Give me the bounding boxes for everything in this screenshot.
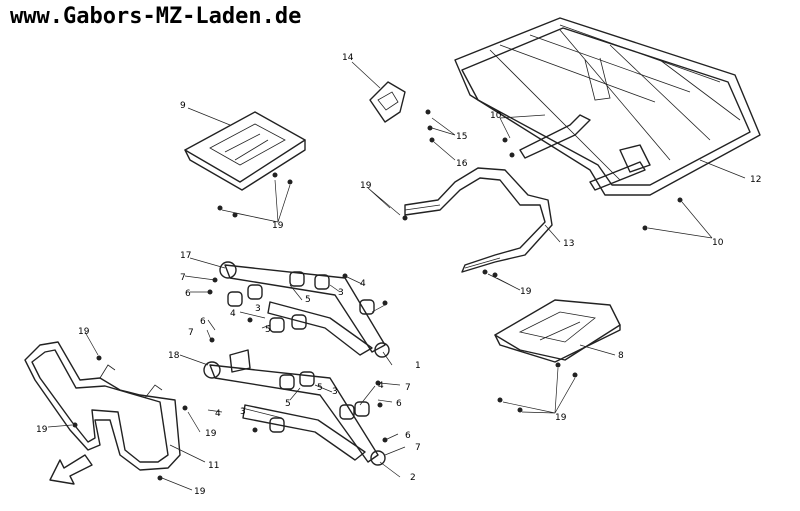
callout-19: 19 [272,221,284,231]
callout-numbers: 1 2 3 3 3 3 4 4 4 4 5 5 5 5 6 6 6 6 7 7 … [36,53,761,497]
callout-6: 6 [200,317,206,327]
callout-6: 6 [405,431,411,441]
callout-9: 9 [180,101,186,111]
callout-16: 16 [456,159,468,169]
skid-plate-8 [494,299,621,363]
callout-4: 4 [378,381,384,391]
callout-7: 7 [188,328,194,338]
callout-5: 5 [265,325,271,335]
fasteners [72,109,683,481]
callout-12: 12 [750,175,761,185]
front-bumper-11 [24,341,181,471]
direction-arrow [49,454,93,485]
grab-handle-13 [404,167,553,273]
callout-8: 8 [618,351,624,361]
callout-13: 13 [563,239,574,249]
callout-5: 5 [285,399,291,409]
callout-19: 19 [555,413,567,423]
bracket-14 [369,81,406,123]
callout-18: 18 [168,351,180,361]
callout-5: 5 [305,295,311,305]
callout-2: 2 [410,473,416,483]
site-banner: www.Gabors-MZ-Laden.de [10,4,302,29]
rear-rack [454,17,761,196]
callout-11: 11 [208,461,219,471]
skid-plate-9 [184,111,306,191]
callout-19: 19 [194,487,206,497]
lower-a-arm [203,349,386,466]
callout-3: 3 [240,407,246,417]
callout-6: 6 [185,289,191,299]
callout-19: 19 [205,429,217,439]
callout-3: 3 [255,304,261,314]
callout-7: 7 [180,273,186,283]
callout-19: 19 [78,327,90,337]
callout-17: 17 [180,251,191,261]
callout-4: 4 [230,309,236,319]
callout-19: 19 [520,287,532,297]
callout-4: 4 [215,409,221,419]
callout-10: 10 [490,111,502,121]
callout-10: 10 [712,238,724,248]
callout-5: 5 [317,383,323,393]
callout-7: 7 [415,443,421,453]
bushings [227,271,375,433]
callout-3: 3 [338,288,344,298]
callout-1: 1 [415,361,421,371]
callout-3: 3 [332,387,338,397]
callout-7: 7 [405,383,411,393]
callout-6: 6 [396,399,402,409]
leader-lines [47,61,746,491]
callout-19: 19 [360,181,372,191]
callout-19: 19 [36,425,48,435]
callout-4: 4 [360,279,366,289]
callout-15: 15 [456,132,467,142]
callout-14: 14 [342,53,354,63]
